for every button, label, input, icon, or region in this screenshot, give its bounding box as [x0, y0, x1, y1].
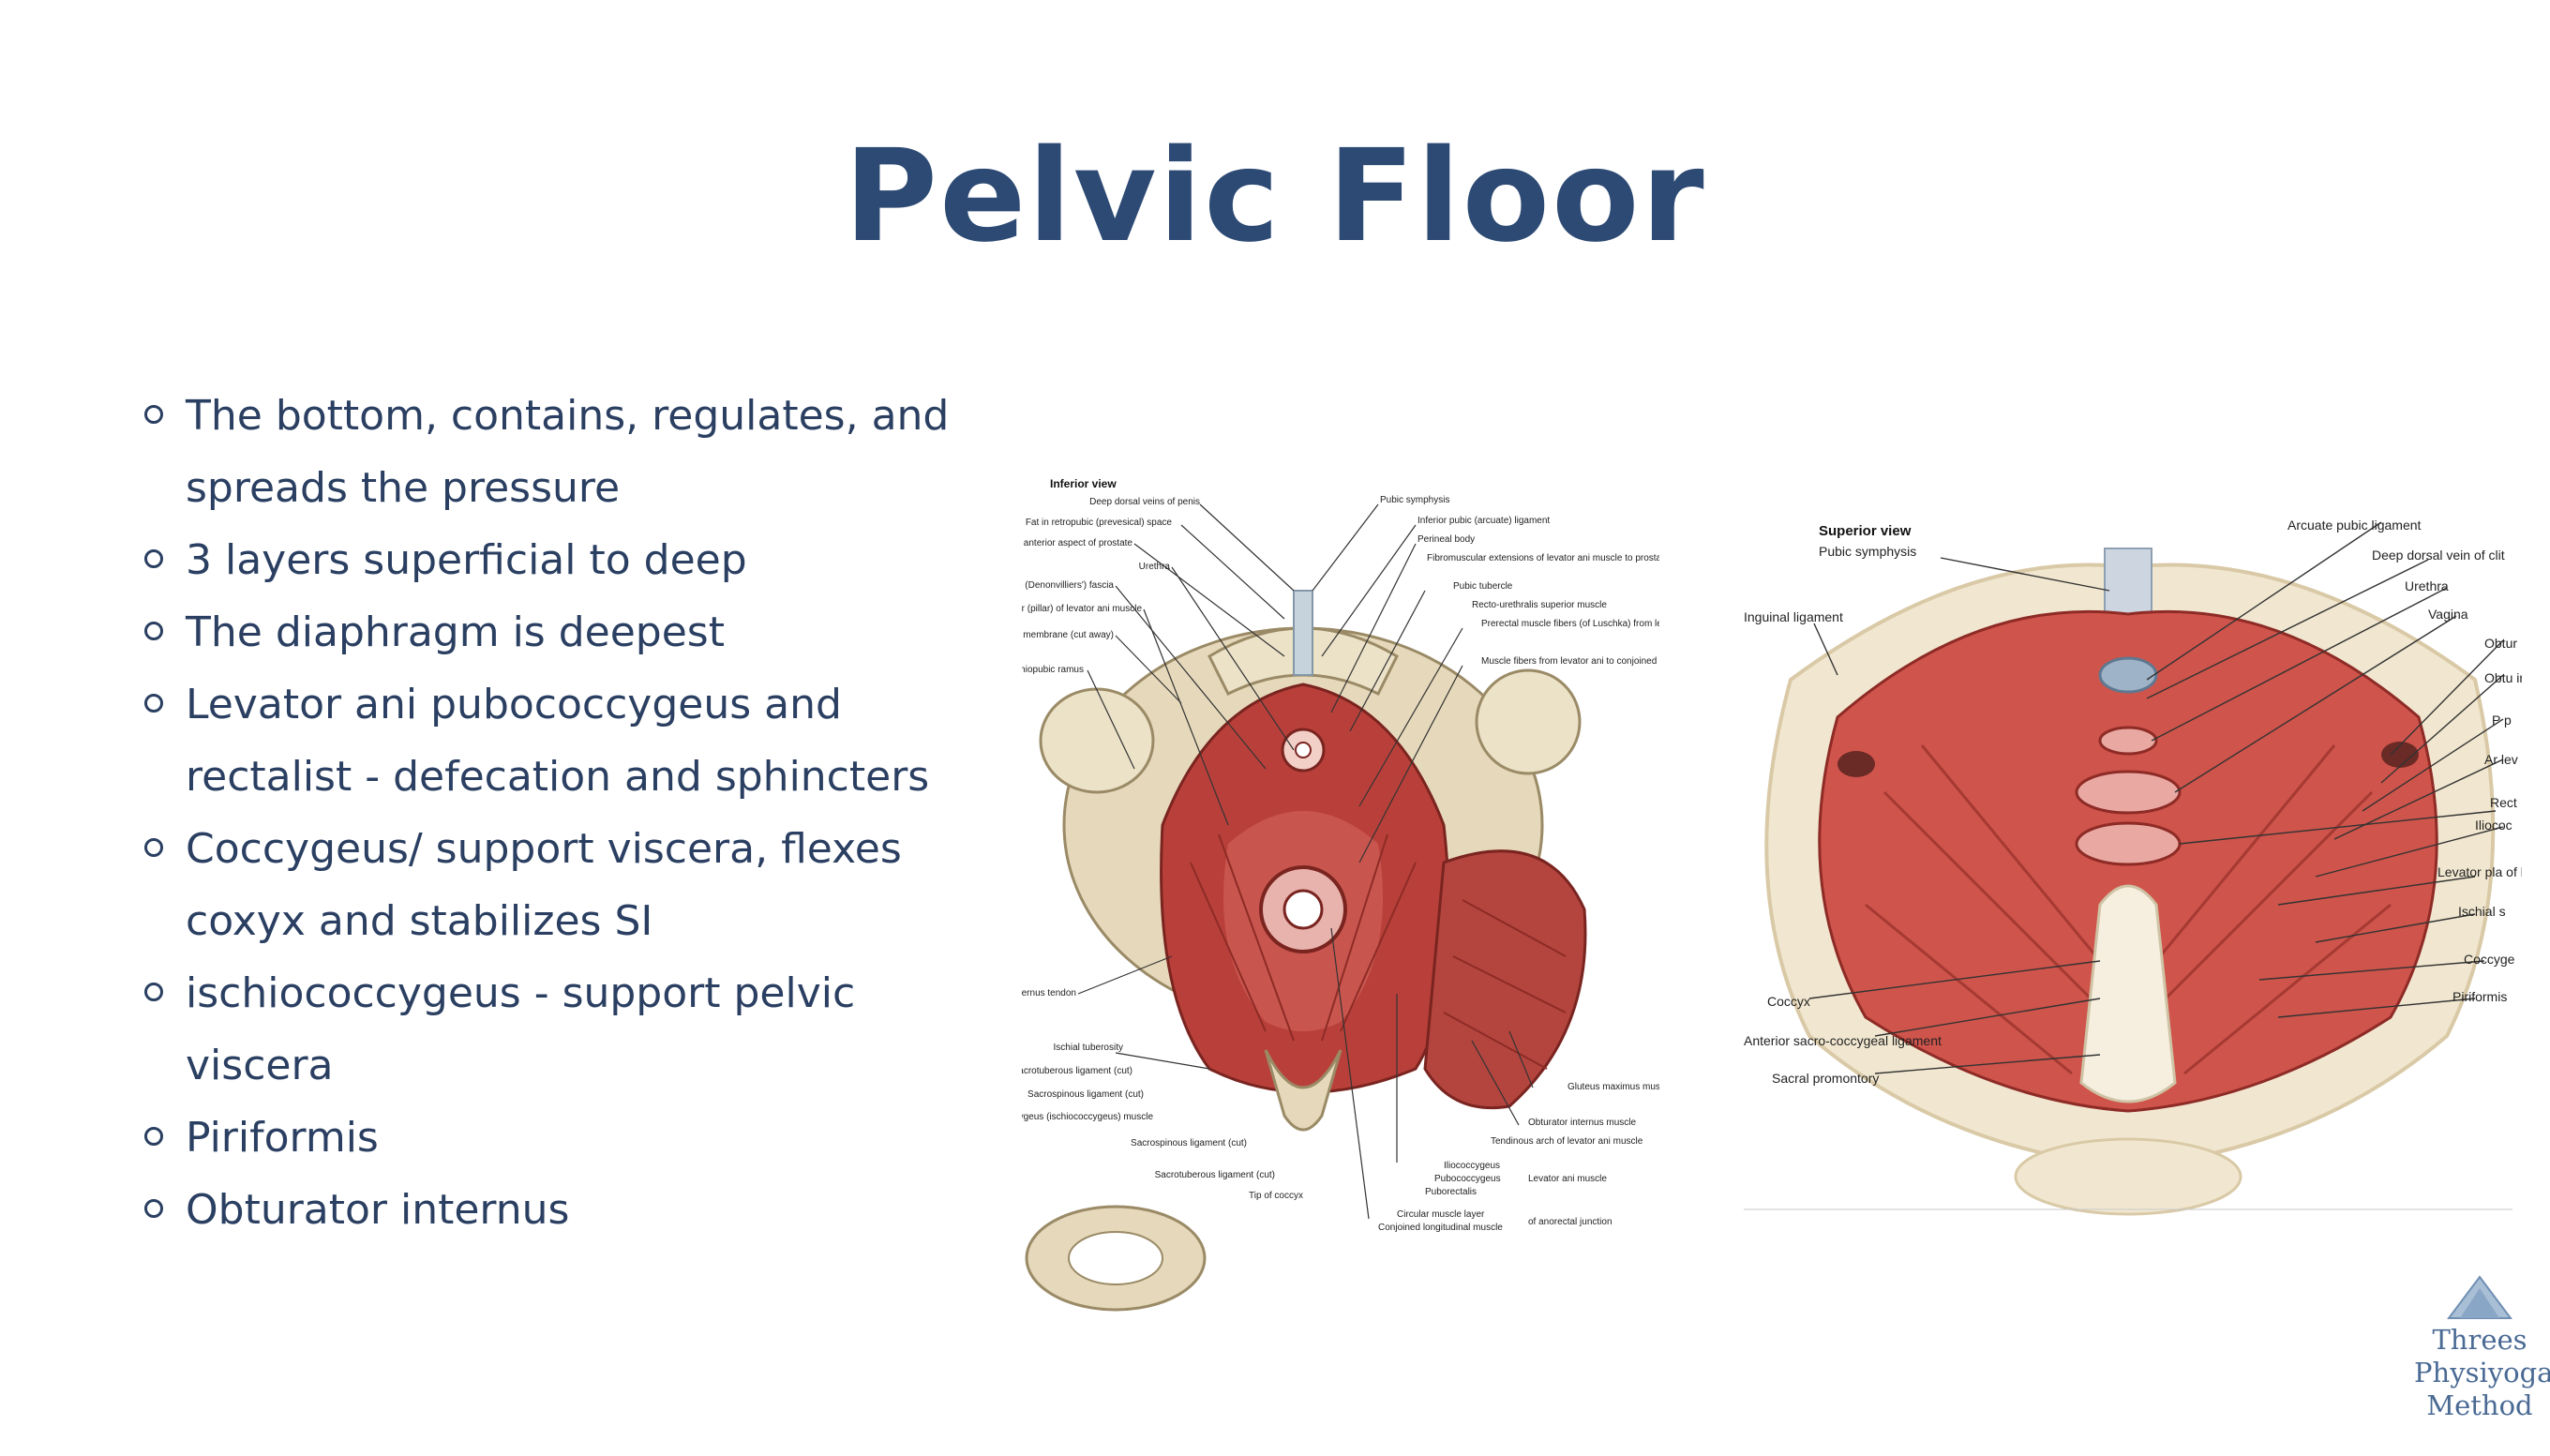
svg-text:Pubic symphysis: Pubic symphysis — [1380, 495, 1449, 505]
bullet-item: 3 layers superficial to deep — [141, 524, 966, 596]
svg-text:Pubic tubercle: Pubic tubercle — [1453, 581, 1513, 592]
bullet-list: The bottom, contains, regulates, and spr… — [141, 380, 966, 1246]
svg-text:Coccyge: Coccyge — [2464, 952, 2515, 967]
svg-text:Sacrospinous ligament (cut): Sacrospinous ligament (cut) — [1131, 1138, 1247, 1148]
svg-text:Levator pla of levator a: Levator pla of levator a — [2438, 864, 2522, 879]
bullet-item: The bottom, contains, regulates, and spr… — [141, 380, 966, 524]
svg-text:Urethra: Urethra — [1139, 562, 1171, 572]
svg-text:Circular muscle layer: Circular muscle layer — [1397, 1209, 1485, 1220]
svg-text:Perineal membrane (cut away): Perineal membrane (cut away) — [1022, 630, 1114, 640]
bullet-item: Levator ani pubococcygeus and rectalist … — [141, 668, 966, 813]
bullet-item: Obturator internus — [141, 1174, 966, 1246]
svg-text:Ischiopubic ramus: Ischiopubic ramus — [1022, 665, 1084, 675]
svg-text:Deep dorsal veins of penis: Deep dorsal veins of penis — [1089, 497, 1200, 507]
svg-text:Rect: Rect — [2490, 795, 2517, 810]
svg-text:Coccyx: Coccyx — [1767, 994, 1810, 1009]
slide-title: Pelvic Floor — [844, 123, 1706, 271]
bullet-item: Piriformis — [141, 1102, 966, 1174]
bullet-circle-icon — [144, 549, 163, 568]
svg-text:Gluteus maximus muscle: Gluteus maximus muscle — [1568, 1082, 1659, 1092]
svg-text:Medial border (pillar) of leva: Medial border (pillar) of levator ani mu… — [1022, 604, 1142, 614]
svg-text:P p: P p — [2492, 713, 2512, 728]
svg-text:Vagina: Vagina — [2428, 607, 2468, 622]
svg-text:Obtur: Obtur — [2484, 636, 2517, 651]
svg-text:Pubococcygeus: Pubococcygeus — [1434, 1174, 1501, 1184]
bullet-circle-icon — [144, 983, 163, 1001]
svg-text:Piriformis: Piriformis — [2452, 989, 2507, 1004]
inferior-view-drawing: Inferior view Deep dorsal veins of penis… — [866, 477, 1795, 1312]
svg-text:Tendinous arch of levator ani: Tendinous arch of levator ani muscle — [1491, 1136, 1643, 1147]
svg-text:Rectoprostatic (Denonvilliers': Rectoprostatic (Denonvilliers') fascia — [1022, 580, 1114, 591]
svg-text:Urethra: Urethra — [2405, 578, 2449, 593]
svg-text:Arcuate pubic ligament: Arcuate pubic ligament — [2288, 518, 2422, 533]
svg-text:Ischial tuberosity: Ischial tuberosity — [1054, 1043, 1123, 1053]
inferior-view-illustration: Inferior view Deep dorsal veins of penis… — [866, 469, 1795, 1331]
svg-text:Ar lev: Ar lev — [2484, 752, 2518, 767]
svg-text:Anterior sacro-coccygeal ligam: Anterior sacro-coccygeal ligament — [1744, 1033, 1942, 1048]
bullet-circle-icon — [144, 1127, 163, 1146]
superior-view-illustration: Superior view Pubic symphysis Inguinal l… — [1734, 511, 2550, 1219]
svg-text:Tip of coccyx: Tip of coccyx — [1249, 1191, 1303, 1201]
svg-text:Obtu inter: Obtu inter — [2484, 670, 2522, 685]
bullet-circle-icon — [144, 622, 163, 640]
svg-text:Iliococ: Iliococ — [2475, 818, 2512, 833]
svg-text:Deep dorsal vein of clit: Deep dorsal vein of clit — [2372, 548, 2505, 563]
bullet-item: Coccygeus/ support viscera, flexes coxyx… — [141, 813, 966, 957]
svg-text:Ischial s: Ischial s — [2458, 904, 2506, 919]
superior-view-drawing: Superior view Pubic symphysis Inguinal l… — [1744, 518, 2550, 1216]
svg-text:Inguinal ligament: Inguinal ligament — [1744, 609, 1843, 624]
logo-line-2: Physiyoga — [2414, 1357, 2550, 1388]
svg-text:Levator ani muscle: Levator ani muscle — [1528, 1174, 1607, 1184]
svg-text:Prerectal muscle fibers (of Lu: Prerectal muscle fibers (of Luschka) fro… — [1481, 619, 1659, 629]
svg-text:Obturator internus tendon: Obturator internus tendon — [1022, 988, 1076, 998]
svg-text:Conjoined longitudinal muscle: Conjoined longitudinal muscle — [1378, 1223, 1503, 1233]
logo-line-1: Threes — [2432, 1324, 2528, 1356]
bullet-circle-icon — [144, 405, 163, 424]
bullet-circle-icon — [144, 1199, 163, 1218]
svg-text:Fat in retropubic (prevesical): Fat in retropubic (prevesical) space — [1026, 518, 1173, 528]
bullet-circle-icon — [144, 838, 163, 857]
svg-text:Iliococcygeus: Iliococcygeus — [1444, 1161, 1500, 1171]
logo-line-3: Method — [2426, 1389, 2533, 1421]
svg-text:of anorectal junction: of anorectal junction — [1528, 1217, 1612, 1227]
brand-logo: Threes Physiyoga Method — [2414, 1275, 2550, 1453]
svg-text:Puborectalis: Puborectalis — [1425, 1187, 1477, 1197]
svg-text:Muscle fibers from levator ani: Muscle fibers from levator ani to conjoi… — [1481, 656, 1659, 667]
svg-text:Perineal body: Perineal body — [1418, 534, 1475, 545]
svg-text:Fibromuscular extensions of le: Fibromuscular extensions of levator ani … — [1427, 553, 1659, 563]
svg-text:Recto-urethralis superior musc: Recto-urethralis superior muscle — [1472, 600, 1607, 610]
svg-text:Sacrospinous ligament (cut): Sacrospinous ligament (cut) — [1028, 1089, 1144, 1100]
svg-text:Sphincter urethrae muscle asce: Sphincter urethrae muscle ascending ante… — [1022, 538, 1132, 548]
triangle-logo-icon — [2447, 1275, 2512, 1319]
svg-text:Sacrotuberous ligament (cut): Sacrotuberous ligament (cut) — [1155, 1170, 1275, 1180]
bullet-circle-icon — [144, 694, 163, 713]
svg-text:Superior view: Superior view — [1819, 523, 1912, 539]
svg-text:Pubic symphysis: Pubic symphysis — [1819, 544, 1916, 559]
bullet-item: ischiococcygeus - support pelvic viscera — [141, 957, 966, 1102]
svg-text:Obturator internus muscle: Obturator internus muscle — [1528, 1118, 1636, 1128]
bullet-item: The diaphragm is deepest — [141, 596, 966, 668]
svg-text:Inferior view: Inferior view — [1050, 477, 1117, 490]
svg-text:Sacral promontory: Sacral promontory — [1772, 1071, 1879, 1086]
svg-text:Inferior pubic (arcuate) ligam: Inferior pubic (arcuate) ligament — [1418, 516, 1550, 526]
svg-text:Sacrotuberous ligament (cut): Sacrotuberous ligament (cut) — [1022, 1066, 1132, 1076]
svg-text:Coccygeus (ischiococcygeus) mu: Coccygeus (ischiococcygeus) muscle — [1022, 1112, 1153, 1122]
